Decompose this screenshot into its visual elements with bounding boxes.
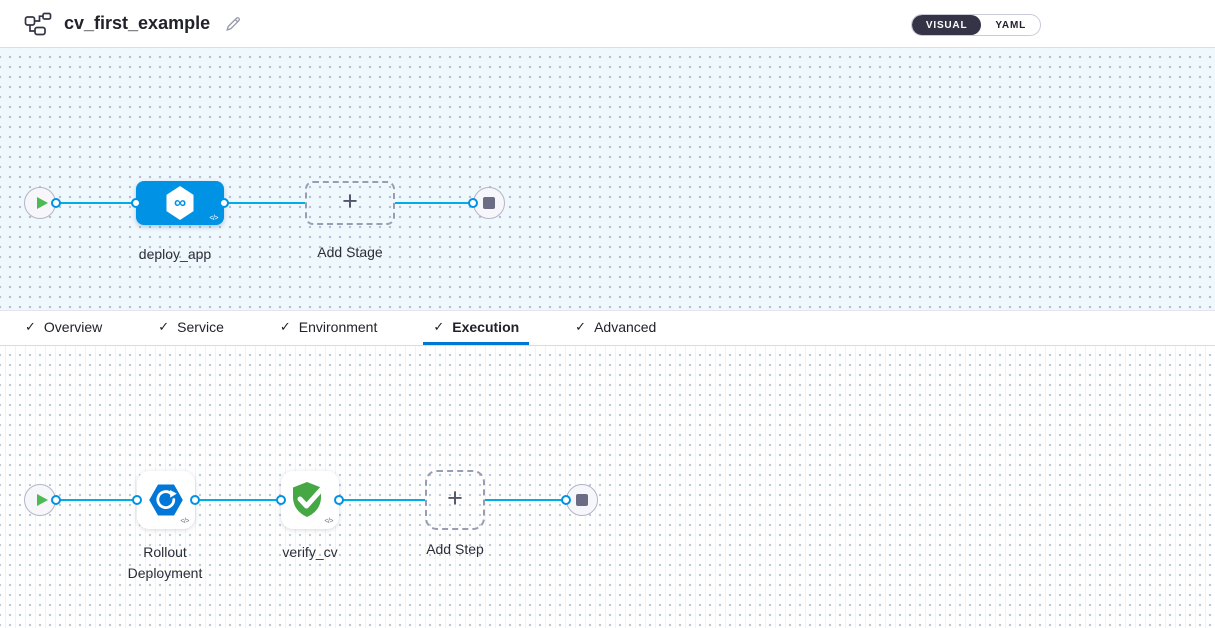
- tab-label: Overview: [43, 318, 103, 335]
- add-stage-label: Add Stage: [317, 244, 383, 260]
- connector-port[interactable]: [468, 198, 478, 208]
- check-icon: ✓: [279, 318, 291, 334]
- step-node-rollout-deployment[interactable]: </>: [137, 471, 195, 529]
- connector-port[interactable]: [132, 495, 142, 505]
- cd-hexagon-infinity-icon: ∞: [166, 186, 194, 220]
- code-view-icon: </>: [209, 215, 218, 222]
- connector-port[interactable]: [51, 495, 61, 505]
- plus-icon: +: [447, 483, 463, 513]
- check-icon: ✓: [575, 318, 587, 334]
- play-icon: [36, 494, 48, 506]
- connector-port[interactable]: [219, 198, 229, 208]
- pipeline-start-node: [24, 187, 56, 219]
- pencil-edit-icon[interactable]: [224, 15, 242, 33]
- edge-line: [195, 499, 281, 501]
- code-view-icon: </>: [180, 518, 189, 525]
- check-icon: ✓: [433, 318, 445, 334]
- edge-line: [339, 499, 425, 501]
- pipeline-title: cv_first_example: [64, 13, 211, 33]
- play-icon: [36, 197, 48, 209]
- code-view-icon: </>: [324, 518, 333, 525]
- tab-label: Execution: [452, 318, 520, 335]
- stage-label: deploy_app: [138, 246, 212, 262]
- connector-port[interactable]: [561, 495, 571, 505]
- view-toggle: VISUAL YAML: [910, 14, 1041, 36]
- add-stage-button[interactable]: +: [305, 181, 395, 225]
- step-label: Rollout Deployment: [127, 544, 203, 581]
- step-node-verify-cv[interactable]: </>: [281, 471, 339, 529]
- connector-port[interactable]: [334, 495, 344, 505]
- execution-canvas[interactable]: </> Rollout Deployment </> verify_cv + A…: [0, 346, 1215, 628]
- stage-node-deploy-app[interactable]: ∞ </>: [136, 181, 224, 225]
- tab-service[interactable]: ✓ Service: [148, 311, 234, 345]
- connector-port[interactable]: [131, 198, 141, 208]
- check-icon: ✓: [25, 318, 36, 334]
- tab-label: Environment: [298, 318, 378, 335]
- connector-port[interactable]: [276, 495, 286, 505]
- execution-start-node: [24, 484, 56, 516]
- tab-execution[interactable]: ✓ Execution: [423, 311, 530, 345]
- tab-overview[interactable]: ✓ Overview: [15, 311, 112, 345]
- plus-icon: +: [342, 186, 358, 216]
- visual-toggle-button[interactable]: VISUAL: [911, 15, 982, 35]
- add-step-button[interactable]: +: [425, 470, 485, 530]
- pipeline-flowchart-icon: [24, 12, 52, 36]
- pipeline-studio-header: cv_first_example VISUAL YAML: [0, 0, 1215, 48]
- add-step-label: Add Step: [426, 541, 484, 557]
- tab-advanced[interactable]: ✓ Advanced: [565, 311, 666, 345]
- stop-icon: [483, 197, 495, 209]
- edge-line: [56, 202, 136, 204]
- check-icon: ✓: [158, 318, 170, 334]
- shield-check-icon: [288, 480, 332, 520]
- connector-port[interactable]: [190, 495, 200, 505]
- execution-end-node: [566, 484, 598, 516]
- rollout-deployment-icon: [147, 483, 185, 517]
- edge-line: [224, 202, 305, 204]
- stop-icon: [576, 494, 588, 506]
- edge-line: [395, 202, 473, 204]
- edge-line: [56, 499, 137, 501]
- stage-canvas[interactable]: ∞ </> deploy_app + Add Stage: [0, 48, 1215, 310]
- tab-label: Advanced: [594, 318, 657, 335]
- step-label: verify_cv: [282, 544, 338, 560]
- yaml-toggle-button[interactable]: YAML: [995, 19, 1026, 31]
- connector-port[interactable]: [51, 198, 61, 208]
- edge-line: [485, 499, 566, 501]
- stage-config-tabbar: ✓ Overview ✓ Service ✓ Environment ✓ Exe…: [0, 310, 1215, 346]
- tab-environment[interactable]: ✓ Environment: [270, 311, 388, 345]
- tab-label: Service: [177, 318, 224, 335]
- infinity-glyph: ∞: [173, 193, 187, 212]
- pipeline-end-node: [473, 187, 505, 219]
